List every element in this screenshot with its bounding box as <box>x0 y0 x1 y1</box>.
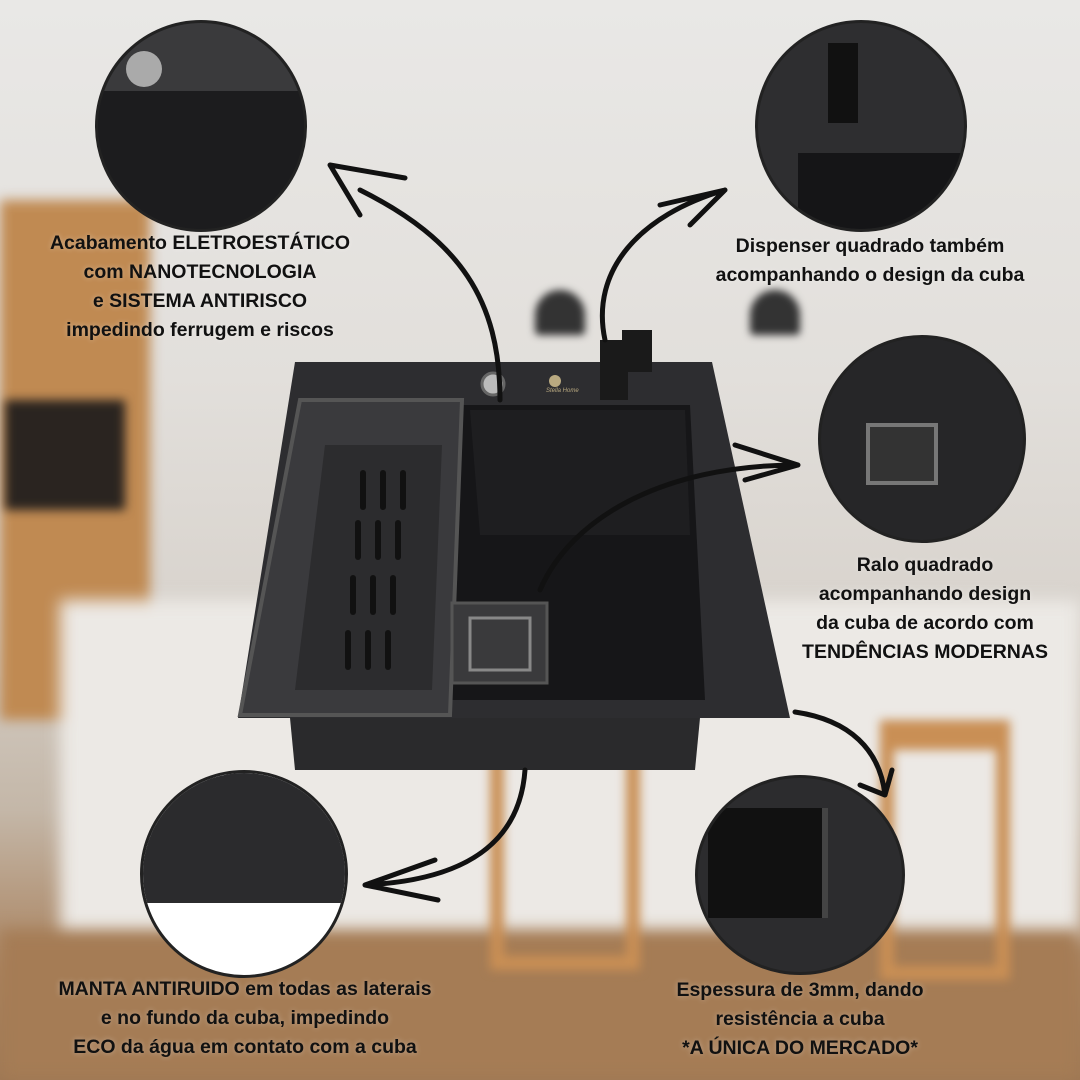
callout-dispenser: Dispenser quadrado também acompanhando o… <box>670 232 1070 290</box>
arrow-drain <box>537 442 801 593</box>
arrow-finish <box>327 162 503 403</box>
strainer-slots <box>345 470 406 670</box>
callout-finish: Acabamento ELETROESTÁTICO com NANOTECNOL… <box>10 229 390 345</box>
callout-line: TENDÊNCIAS MODERNAS <box>802 641 1048 663</box>
callout-line: Acabamento ELETROESTÁTICO <box>49 232 351 254</box>
detail-circle-drain <box>818 335 1026 543</box>
callout-line: e no fundo da cuba, impedindo <box>100 1007 390 1029</box>
oven <box>5 400 125 510</box>
brand-logo: Stella Home <box>546 388 579 394</box>
pendant-lamp <box>750 290 800 335</box>
pendant-lamp <box>535 290 585 335</box>
callout-line: *A ÚNICA DO MERCADO* <box>682 1037 918 1059</box>
callout-line: da cuba de acordo com <box>816 612 1034 634</box>
arrow-dispenser <box>599 187 728 343</box>
callout-drain: Ralo quadrado acompanhando design da cub… <box>770 551 1080 667</box>
arrow-blanket <box>362 767 528 903</box>
detail-circle-blanket <box>140 770 348 978</box>
callout-thickness: Espessura de 3mm, dando resistência a cu… <box>640 976 960 1063</box>
callout-line: resistência a cuba <box>715 1008 885 1030</box>
callout-line: Ralo quadrado <box>856 554 994 576</box>
callout-line: Dispenser quadrado também <box>735 235 1005 257</box>
arrow-thickness <box>792 709 895 798</box>
detail-circle-dispenser <box>755 20 967 232</box>
callout-line: com NANOTECNOLOGIA <box>83 261 317 283</box>
callout-blanket: MANTA ANTIRUIDO em todas as laterais e n… <box>10 975 480 1062</box>
callout-line: e SISTEMA ANTIRISCO <box>92 290 308 312</box>
callout-line: MANTA ANTIRUIDO em todas as laterais <box>58 978 432 1000</box>
detail-circle-thickness <box>695 775 905 975</box>
detail-circle-finish <box>95 20 307 232</box>
callout-line: acompanhando design <box>818 583 1032 605</box>
callout-line: Espessura de 3mm, dando <box>676 979 924 1001</box>
callout-line: ECO da água em contato com a cuba <box>73 1036 417 1058</box>
callout-line: acompanhando o design da cuba <box>715 264 1025 286</box>
callout-line: impedindo ferrugem e riscos <box>66 319 334 341</box>
